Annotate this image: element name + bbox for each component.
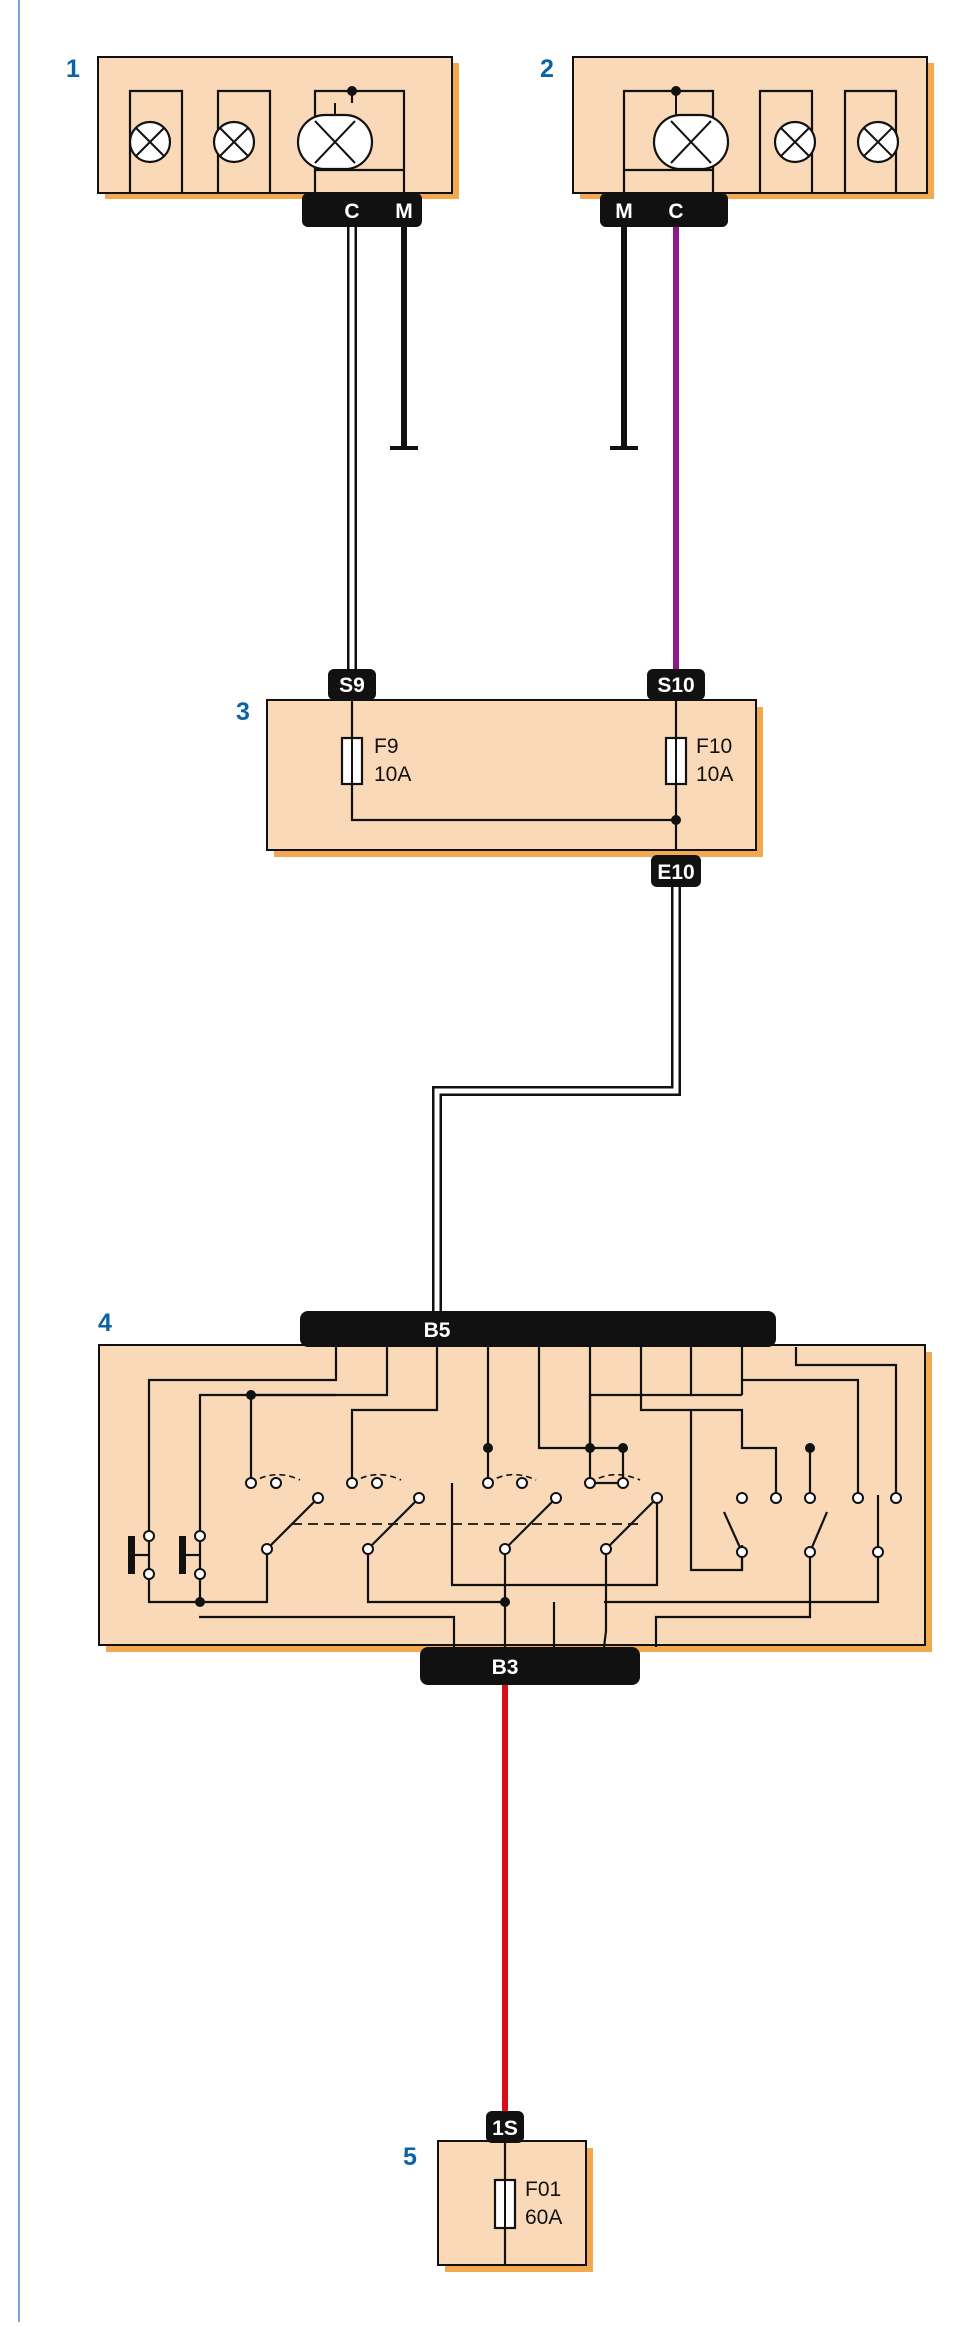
- pin-label: E10: [657, 861, 694, 884]
- pin-label: B3: [492, 1656, 519, 1679]
- fuse-rating: 10A: [696, 763, 733, 786]
- component-2: 2 M C: [540, 55, 934, 227]
- component-3-number: 3: [236, 698, 250, 726]
- junction-dots: [195, 1390, 815, 1607]
- push-button-icon: [128, 1536, 149, 1574]
- pin-label: C: [344, 200, 359, 223]
- push-button-icon: [179, 1536, 200, 1574]
- pin-label: C: [668, 200, 683, 223]
- wire-E10-to-B5: [432, 887, 681, 1311]
- component-5: 5 1S F01 60A: [403, 2111, 593, 2272]
- connector-block: [420, 1647, 640, 1685]
- pin-label: S10: [657, 674, 694, 697]
- fuse-rating: 10A: [374, 763, 411, 786]
- junction-dot: [671, 815, 681, 825]
- junction-dot: [347, 86, 357, 96]
- pin-label: M: [395, 200, 413, 223]
- connector-block: [600, 193, 728, 227]
- connector-block: [486, 2111, 524, 2143]
- connector-block: [328, 669, 376, 700]
- bulb-icon: [856, 120, 900, 164]
- component-4-number: 4: [98, 1309, 112, 1337]
- component-4: 4 B5: [98, 1309, 932, 1685]
- component-5-number: 5: [403, 2143, 417, 2171]
- connector-block: [651, 855, 701, 887]
- component-4-box: [98, 1344, 926, 1646]
- fuse-id: F9: [374, 735, 399, 758]
- component-1: 1 C M: [66, 55, 459, 227]
- wire-comp2-M-ground: [610, 227, 638, 450]
- bulb-icon: [128, 120, 172, 164]
- bulb-icon: [212, 120, 256, 164]
- connector-block: [300, 1311, 776, 1347]
- pin-label: 1S: [492, 2117, 518, 2140]
- switch-contacts: [143, 1477, 902, 1580]
- twin-filament-bulb-icon: [652, 91, 730, 171]
- fuse-id: F10: [696, 735, 732, 758]
- fuse-id: F01: [525, 2178, 561, 2201]
- pin-label: B5: [424, 1319, 451, 1342]
- bulb-icon: [773, 120, 817, 164]
- twin-filament-bulb-icon: [296, 103, 374, 171]
- connector-block: [647, 669, 705, 700]
- wire-comp1-M-ground: [390, 227, 418, 450]
- connector-block: [302, 193, 422, 227]
- component-3: 3 S9 S10 F9 10A F10 10A E10: [236, 669, 763, 887]
- component-1-number: 1: [66, 55, 80, 83]
- pin-label: S9: [339, 674, 365, 697]
- component-2-number: 2: [540, 55, 554, 83]
- fuse-rating: 60A: [525, 2206, 562, 2229]
- pin-label: M: [615, 200, 633, 223]
